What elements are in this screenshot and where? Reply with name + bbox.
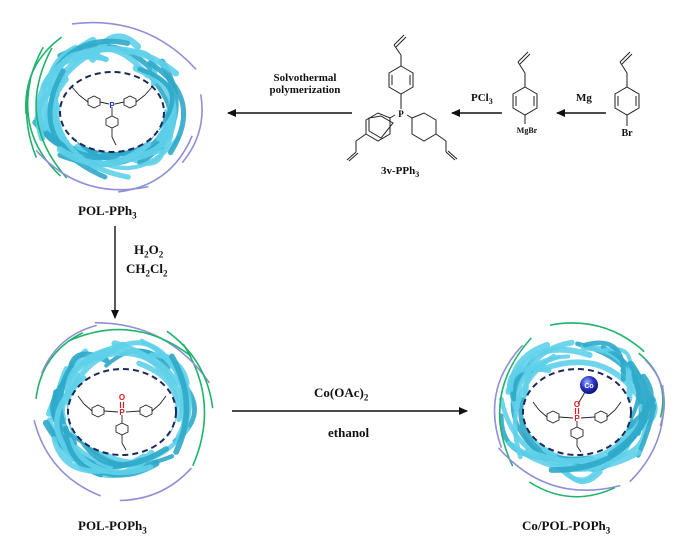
polymer-fiber xyxy=(607,360,649,458)
oxygen-atom: O xyxy=(119,393,125,402)
polymer-particle-pol-poph3: P O xyxy=(33,321,214,502)
polymer-fiber xyxy=(600,347,633,382)
polymer-fiber xyxy=(50,377,84,444)
polymer-strand xyxy=(25,46,44,158)
phosphorus-atom: P xyxy=(574,414,580,423)
polymer-strand xyxy=(182,343,206,467)
reagent-pcl3: PCl3 xyxy=(471,92,493,107)
polymer-strand xyxy=(528,481,616,498)
polymer-fiber xyxy=(523,339,575,410)
phosphorus-atom: P xyxy=(109,101,115,110)
polymer-strand xyxy=(493,344,524,448)
polymer-particle-co-pol-poph3: P O Co xyxy=(493,322,666,498)
polymer-strand xyxy=(119,467,192,502)
cobalt-atom-label: Co xyxy=(584,383,593,390)
polymer-strand xyxy=(67,328,192,357)
co-poph3-core-molecule xyxy=(532,391,622,453)
solvent-ethanol: ethanol xyxy=(328,425,370,440)
bromostyrene-molecule xyxy=(614,51,640,126)
bromine-atom: Br xyxy=(621,128,633,139)
phosphorus-atom: P xyxy=(119,408,125,417)
monomer-label: 3v-PPh3 xyxy=(381,165,420,180)
polymer-fiber xyxy=(582,340,626,382)
reagent-cobalt-acetate: Co(OAc)2 xyxy=(314,385,369,403)
polymer-fiber xyxy=(524,419,643,464)
product-label-co-pol-poph3: Co/POL-POPh3 xyxy=(522,518,611,536)
polymer-strand xyxy=(35,149,149,191)
polymer-particle-pol-pph3: P xyxy=(25,21,203,193)
polymer-fiber xyxy=(56,140,152,168)
poph3-core-molecule xyxy=(77,395,167,451)
polymer-fiber xyxy=(137,66,175,131)
polymer-strand xyxy=(35,47,68,179)
cobalt-sphere xyxy=(580,376,598,394)
reagent-ch2cl2: CH2Cl2 xyxy=(126,261,168,279)
polymer-fiber xyxy=(57,45,151,82)
polymer-strand xyxy=(629,384,665,483)
polymer-strand xyxy=(166,330,214,409)
polymer-fiber xyxy=(542,359,646,406)
polymer-strand xyxy=(40,324,97,374)
reagent-solvothermal-polymerization: Solvothermal polymerization xyxy=(269,72,341,96)
polymer-strand xyxy=(25,36,63,115)
reagent-mg: Mg xyxy=(576,92,592,104)
tris-vinylphenyl-phosphine-molecule xyxy=(346,34,458,162)
polymer-fiber-network xyxy=(25,21,203,193)
polymer-strand xyxy=(181,94,203,164)
polymer-strand xyxy=(71,21,197,71)
polymer-fiber xyxy=(40,54,109,90)
pore-ring xyxy=(67,368,177,456)
polymer-fiber xyxy=(169,353,190,455)
polymer-fiber xyxy=(506,364,552,393)
polymer-fiber-network xyxy=(493,322,666,498)
monomer-phosphorus-atom: P xyxy=(398,109,404,119)
polymer-strand xyxy=(498,337,532,467)
grignard-molecule xyxy=(512,51,538,124)
oxygen-atom: O xyxy=(574,400,580,409)
product-label-pol-poph3: POL-POPh3 xyxy=(78,518,147,536)
ph3-core-molecule xyxy=(71,86,153,146)
polymer-strand xyxy=(35,331,84,399)
polymer-fiber xyxy=(47,68,108,180)
pore-ring xyxy=(522,368,632,456)
polymer-fiber xyxy=(147,60,187,156)
mgbr-group: MgBr xyxy=(517,126,538,135)
polymer-fiber xyxy=(51,436,108,474)
polymer-strand xyxy=(497,447,621,492)
polymer-strand xyxy=(33,420,101,497)
reagent-h2o2: H2O2 xyxy=(134,242,164,260)
polymer-strand xyxy=(549,322,645,353)
product-label-pol-pph3: POL-PPh3 xyxy=(78,203,137,221)
